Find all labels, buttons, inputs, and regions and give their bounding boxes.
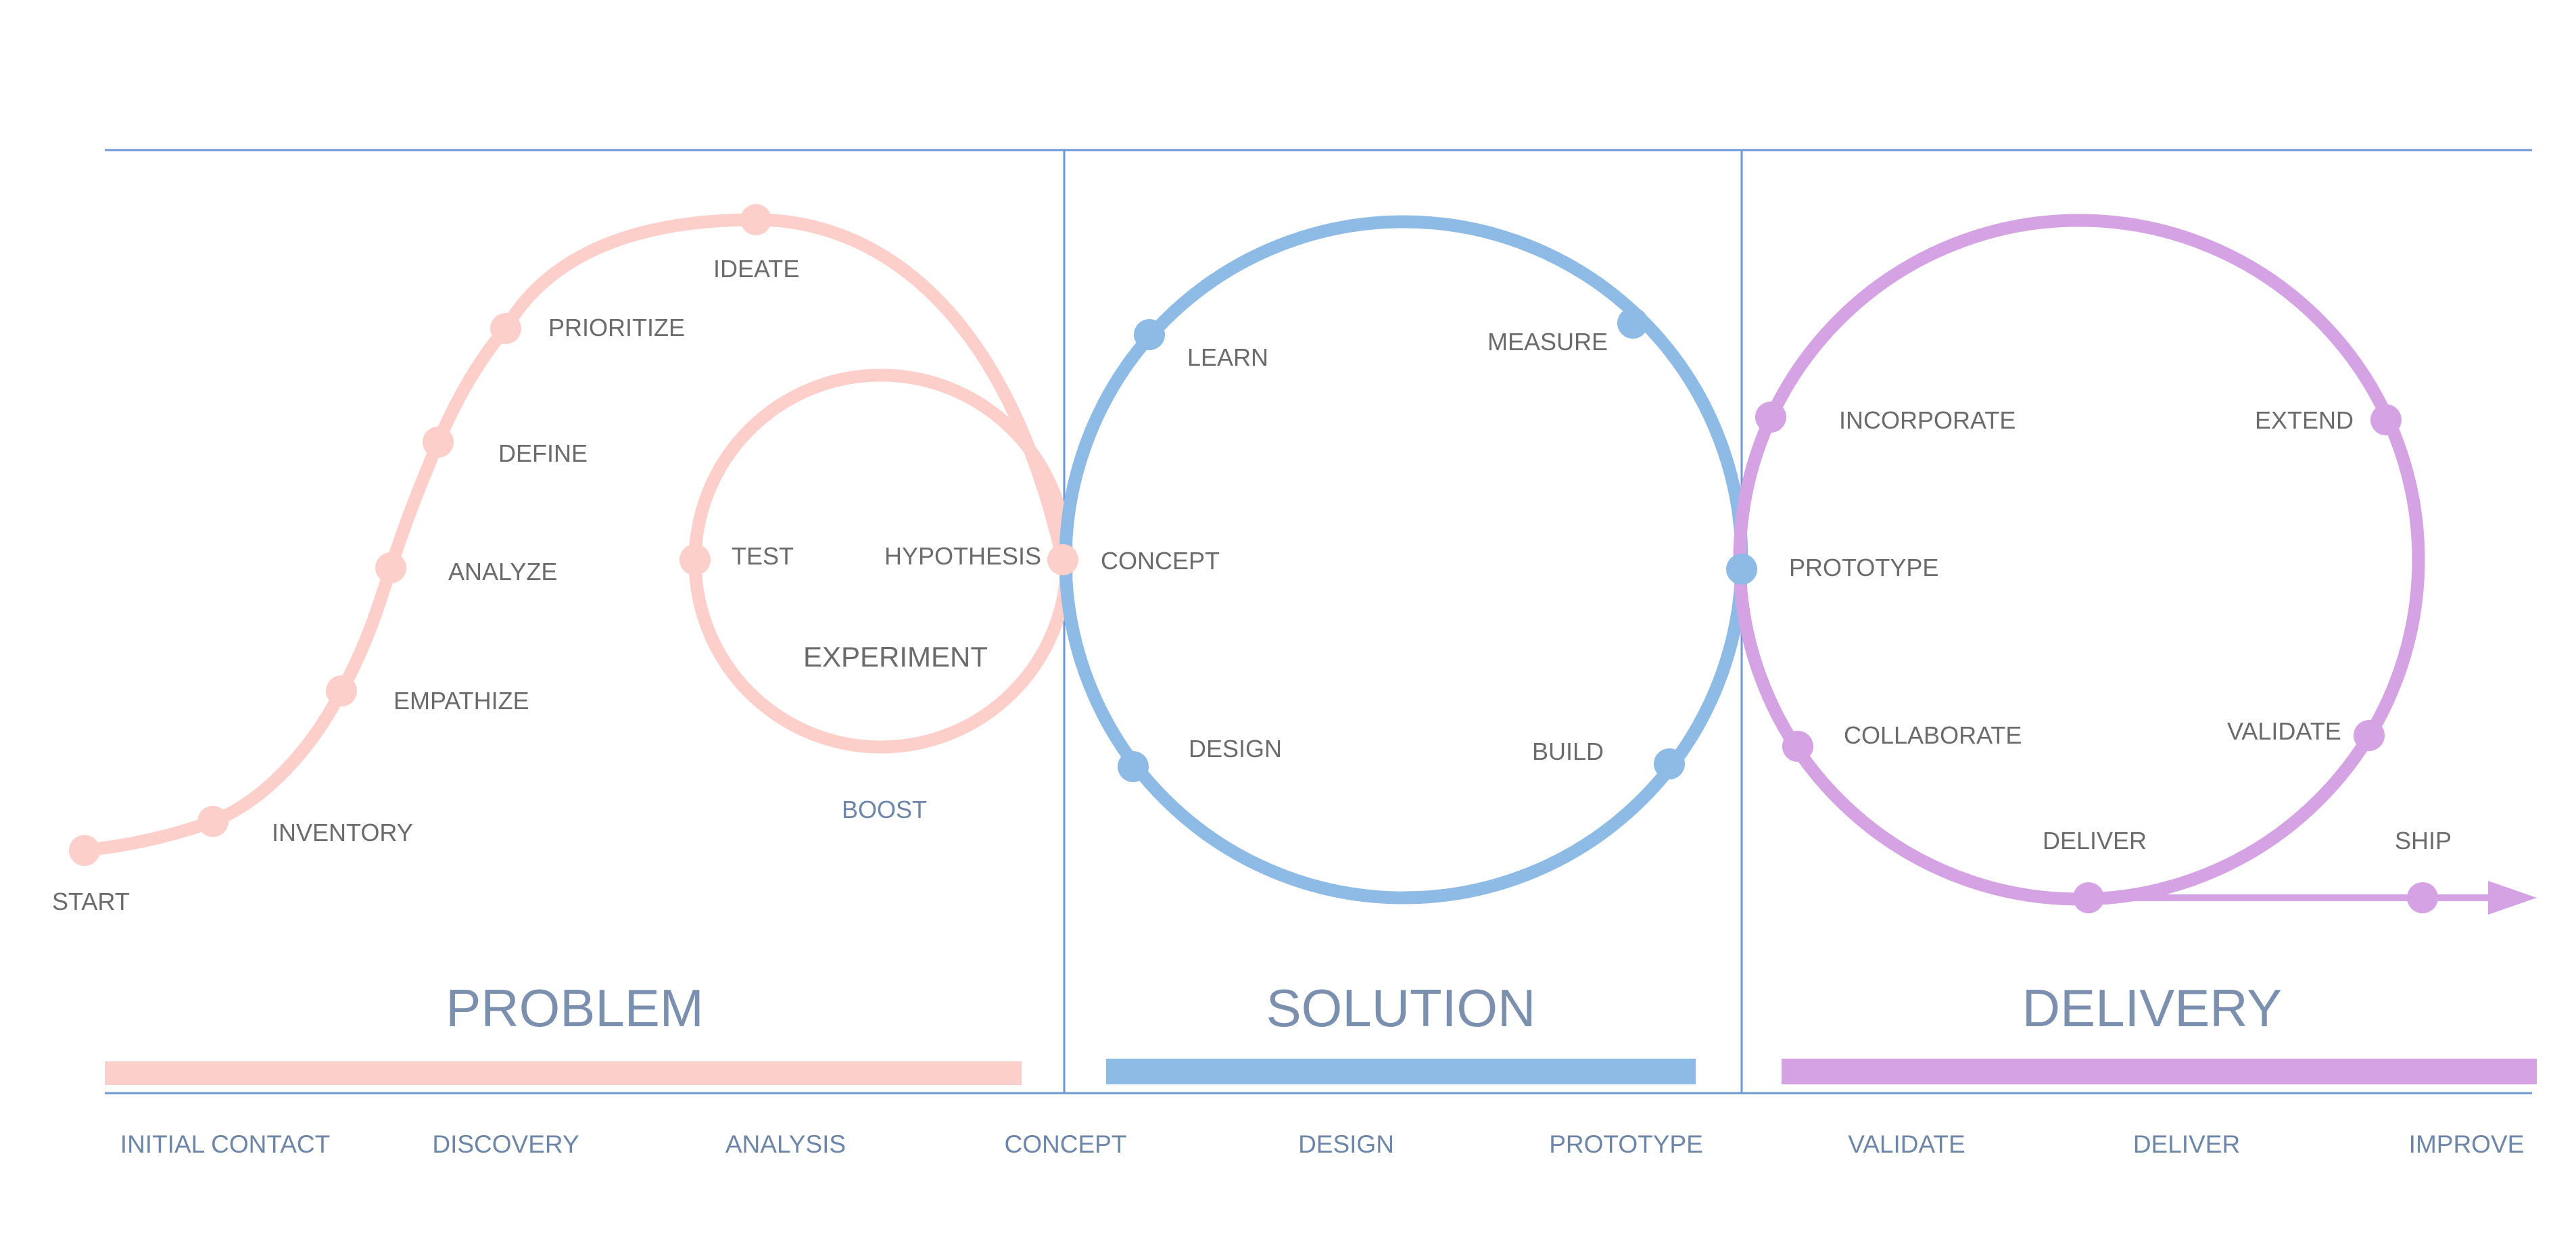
node-incorporate — [1755, 402, 1786, 433]
node-extend — [2370, 404, 2402, 435]
node-measure — [1617, 308, 1648, 339]
problem-bar — [105, 1061, 1022, 1085]
solution-nodes — [1118, 308, 1757, 782]
label-concept: CONCEPT — [1101, 547, 1220, 575]
node-prototype — [1726, 554, 1757, 585]
node-hypothesis — [1047, 544, 1078, 575]
timeline-analysis: ANALYSIS — [725, 1130, 846, 1158]
label-inventory: INVENTORY — [272, 819, 413, 846]
node-validate — [2354, 720, 2385, 751]
label-define: DEFINE — [498, 439, 588, 467]
label-ship: SHIP — [2395, 827, 2452, 854]
label-experiment: EXPERIMENT — [803, 641, 988, 673]
timeline-discovery: DISCOVERY — [432, 1130, 579, 1158]
delivery-nodes — [1755, 402, 2438, 913]
timeline-initial-contact: INITIAL CONTACT — [120, 1130, 330, 1158]
label-hypothesis: HYPOTHESIS — [884, 542, 1041, 570]
timeline-deliver: DELIVER — [2133, 1130, 2240, 1158]
timeline-validate: VALIDATE — [1848, 1130, 1965, 1158]
node-design — [1118, 751, 1149, 782]
label-ideate: IDEATE — [713, 255, 799, 283]
label-measure: MEASURE — [1487, 328, 1608, 356]
node-analyze — [375, 552, 406, 583]
node-collaborate — [1782, 731, 1813, 762]
node-build — [1654, 748, 1685, 779]
label-validate: VALIDATE — [2227, 717, 2341, 745]
label-learn: LEARN — [1187, 343, 1268, 371]
label-design: DESIGN — [1189, 735, 1282, 763]
timeline-design: DESIGN — [1298, 1130, 1394, 1158]
ship-arrow-icon — [2488, 881, 2537, 915]
node-ship — [2407, 882, 2438, 913]
label-extend: EXTEND — [2255, 406, 2354, 434]
label-collaborate: COLLABORATE — [1844, 721, 2022, 749]
node-define — [423, 427, 454, 458]
solution-bar — [1106, 1059, 1696, 1084]
label-prototype: PROTOTYPE — [1789, 554, 1938, 581]
node-learn — [1134, 319, 1165, 350]
node-test — [679, 544, 711, 575]
section-title-delivery: DELIVERY — [2022, 978, 2282, 1038]
timeline-prototype: PROTOTYPE — [1549, 1130, 1703, 1158]
label-build: BUILD — [1532, 738, 1604, 765]
node-ideate — [740, 204, 771, 235]
label-test: TEST — [732, 542, 794, 570]
node-inventory — [197, 806, 229, 837]
delivery-bar — [1782, 1059, 2537, 1084]
timeline-improve: IMPROVE — [2409, 1130, 2525, 1158]
label-boost: BOOST — [842, 796, 927, 823]
node-empathize — [326, 675, 357, 706]
label-start: START — [52, 888, 130, 915]
label-empathize: EMPATHIZE — [393, 687, 529, 715]
label-incorporate: INCORPORATE — [1839, 406, 2016, 434]
label-prioritize: PRIORITIZE — [548, 314, 685, 341]
label-deliver: DELIVER — [2043, 827, 2147, 854]
node-prioritize — [490, 313, 521, 344]
section-title-problem: PROBLEM — [446, 978, 703, 1038]
problem-nodes — [69, 204, 1078, 866]
node-start — [69, 835, 100, 866]
section-title-solution: SOLUTION — [1266, 978, 1536, 1038]
timeline-concept: CONCEPT — [1005, 1130, 1127, 1158]
label-analyze: ANALYZE — [448, 558, 557, 585]
node-deliver — [2073, 882, 2104, 913]
